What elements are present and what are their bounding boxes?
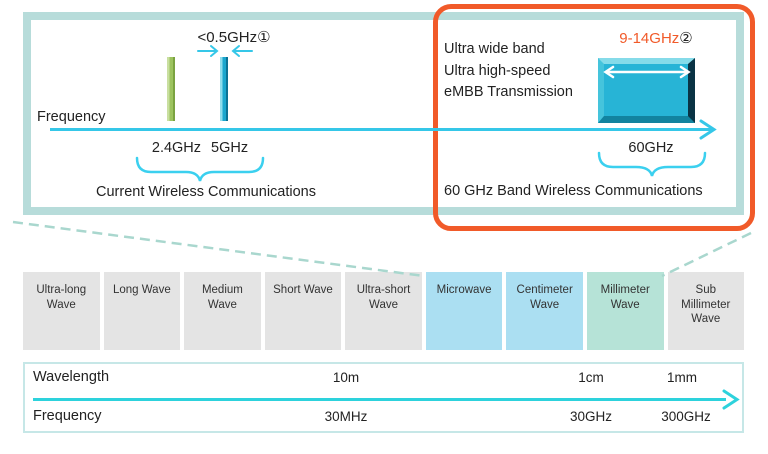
band-cell: Centimeter Wave <box>506 272 583 350</box>
wavelength-row-label: Wavelength <box>33 369 110 385</box>
bandwidth-note-2: 9-14GHz② <box>601 29 711 47</box>
feature-ultra-high-speed: Ultra high-speed <box>444 62 551 79</box>
marker-circled-2: ② <box>679 30 693 47</box>
dashed-connector-right <box>661 231 752 278</box>
bar-5ghz <box>220 57 228 121</box>
spectrum-band-row: Ultra-long Wave Long Wave Medium Wave Sh… <box>23 272 745 350</box>
current-band-labels: 2.4GHz 5GHz <box>136 140 264 156</box>
wavelength-tick-1mm: 1mm <box>667 370 697 385</box>
band-cell: Ultra-short Wave <box>345 272 422 350</box>
dashed-connector-left <box>12 220 425 278</box>
bar-2-4ghz <box>167 57 175 121</box>
feature-embb-transmission: eMBB Transmission <box>444 84 573 100</box>
feature-ultra-wide-band: Ultra wide band <box>444 41 545 57</box>
60ghz-wireless-caption: 60 GHz Band Wireless Communications <box>444 183 703 199</box>
wavelength-frequency-scale <box>23 362 744 433</box>
band-cell: Millimeter Wave <box>586 272 664 350</box>
band-5ghz-label: 5GHz <box>211 140 249 156</box>
band-60ghz-label: 60GHz <box>628 140 674 156</box>
60ghz-highlight-outline <box>433 4 755 231</box>
bandwidth-note-2-text: 9-14GHz <box>619 30 680 47</box>
current-wireless-caption: Current Wireless Communications <box>96 184 316 200</box>
band-cell: Medium Wave <box>184 272 261 350</box>
frequency-tick-30mhz: 30MHz <box>324 409 368 424</box>
wavelength-tick-10m: 10m <box>332 370 360 385</box>
band-cell: Sub Millimeter Wave <box>667 272 745 350</box>
band-cell: Short Wave <box>264 272 342 350</box>
bandwidth-note-1-text: <0.5GHz <box>197 29 258 46</box>
band-cell: Microwave <box>425 272 503 350</box>
band-cell: Long Wave <box>103 272 181 350</box>
wavelength-tick-1cm: 1cm <box>578 370 604 385</box>
marker-circled-1: ① <box>257 29 271 46</box>
frequency-axis-label: Frequency <box>37 109 106 125</box>
band-cell: Ultra-long Wave <box>23 272 100 350</box>
60ghz-feature-list: Ultra wide band Ultra high-speed eMBB Tr… <box>444 39 573 104</box>
bandwidth-note-1: <0.5GHz① <box>178 28 290 46</box>
band-2-4ghz-label: 2.4GHz <box>151 140 202 156</box>
frequency-tick-30ghz: 30GHz <box>569 409 613 424</box>
frequency-row-label: Frequency <box>33 408 102 424</box>
frequency-tick-300ghz: 300GHz <box>661 409 711 424</box>
